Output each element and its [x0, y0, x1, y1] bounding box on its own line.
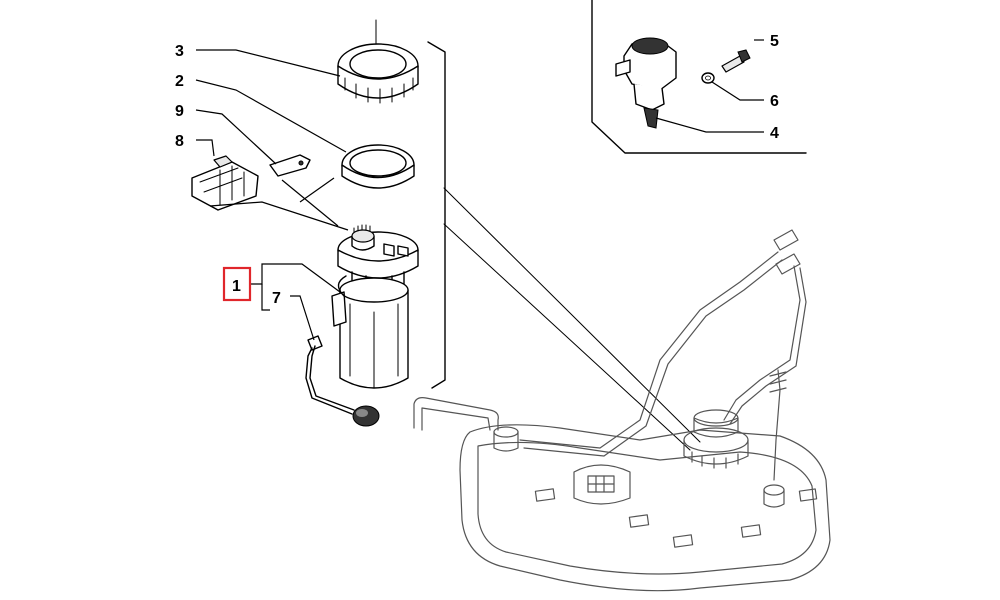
tank-pipe-end-1	[773, 229, 799, 251]
leader-1-lower	[261, 284, 270, 311]
callout-7: 7	[272, 290, 281, 307]
pump-return-stub	[397, 245, 409, 257]
pump-outlet-stub	[383, 243, 395, 257]
sensor-flange	[615, 59, 631, 77]
tank-pump-cap	[693, 417, 739, 438]
level-sender-part	[305, 335, 380, 427]
tank-pump-opening-teeth	[691, 451, 739, 469]
washer-hole	[705, 75, 711, 81]
clip-part	[269, 154, 311, 177]
ring-teeth	[344, 77, 414, 104]
leader-6	[711, 81, 764, 101]
tank-line-1b	[523, 259, 783, 457]
section-boundaries	[427, 0, 807, 451]
pump-hose	[337, 275, 347, 297]
callout-3: 3	[175, 43, 184, 60]
leader-2	[195, 79, 347, 153]
ring-inner	[349, 49, 407, 79]
tank-pump-cap-top	[693, 409, 739, 427]
callout-labels: 3 2 9 8 1 7 5 6 4	[175, 33, 779, 307]
fuel-pump-module	[331, 224, 419, 389]
screw-head	[737, 49, 751, 63]
sender-arm	[305, 347, 353, 415]
pump-canister-top	[339, 277, 409, 303]
clip-hole	[298, 160, 304, 166]
callout-8: 8	[175, 133, 184, 150]
sensor-tip	[643, 107, 659, 129]
divider-line-left	[427, 41, 446, 389]
connector-latch	[213, 155, 233, 168]
callout-5: 5	[770, 33, 779, 50]
sender-arm-2	[309, 345, 355, 411]
leader-7	[290, 295, 315, 341]
clip-body	[269, 154, 311, 177]
seal-inner	[349, 149, 407, 177]
sender-float	[352, 405, 380, 427]
tank-pipe-left-inner	[421, 407, 491, 431]
inset-boundary	[591, 0, 807, 154]
tank-pad-1	[534, 488, 556, 502]
clip-leader	[281, 179, 339, 227]
tank-neck-left-body	[493, 431, 519, 452]
tank-line-2b	[729, 267, 807, 425]
leader-1-upper	[250, 263, 341, 293]
sender-pivot	[307, 335, 323, 351]
pump-side-bracket	[331, 291, 347, 327]
callout-6: 6	[770, 93, 779, 110]
tank-pipe-end-2	[775, 253, 801, 275]
tank-line-1	[519, 251, 779, 449]
seal-body	[341, 164, 415, 189]
tank-saddle	[573, 464, 631, 505]
callout-leaders	[195, 39, 764, 341]
screw-shank	[721, 55, 745, 73]
assembly-guide-line-2	[443, 223, 691, 451]
tank-pipe-left-outer	[413, 397, 499, 431]
connector-leader	[209, 201, 349, 231]
leader-8	[196, 139, 215, 157]
seal-leader-stub	[299, 177, 335, 203]
locking-ring-part	[337, 19, 419, 104]
callout-2: 2	[175, 73, 184, 90]
callout-1-highlight-box	[222, 266, 252, 302]
tank-pump-opening-side	[683, 439, 749, 465]
tank-neck-right	[763, 484, 785, 496]
pump-canister-shading	[349, 303, 399, 389]
tank-neck-left	[493, 426, 519, 438]
inset-sensor-group	[615, 37, 751, 129]
seal-ring-part	[341, 144, 415, 189]
sensor-lower	[633, 83, 665, 111]
tank-pad-2	[628, 514, 650, 528]
callout-1: 1	[232, 278, 241, 295]
ring-outer-body	[337, 65, 419, 99]
pump-top-connector-cap	[351, 229, 375, 243]
tank-vent-hose-ribs	[769, 371, 787, 393]
callout-9: 9	[175, 103, 184, 120]
connector-part	[191, 155, 259, 211]
connector-ribs	[199, 165, 245, 206]
leader-9	[195, 109, 277, 165]
leader-4	[655, 117, 764, 133]
pump-top-pins	[353, 224, 371, 233]
tank-inner-contour	[477, 441, 817, 575]
tank-pad-5	[798, 488, 818, 502]
callout-4: 4	[770, 125, 779, 142]
tank-neck-right-body	[763, 489, 785, 508]
tank-saddle-grid-lines	[587, 475, 615, 493]
tank-pad-3	[672, 534, 694, 548]
tank-pad-4	[740, 524, 762, 538]
pump-flange-side	[337, 249, 419, 279]
leader-3	[196, 49, 341, 77]
tank-vent-hose	[773, 369, 781, 481]
sender-float-highlight	[356, 409, 368, 417]
fuel-tank	[413, 229, 831, 592]
sensor-cap	[631, 37, 669, 55]
tank-line-2	[723, 265, 801, 421]
assembly-guide-line-1	[443, 187, 701, 443]
tank-outline	[459, 424, 831, 592]
